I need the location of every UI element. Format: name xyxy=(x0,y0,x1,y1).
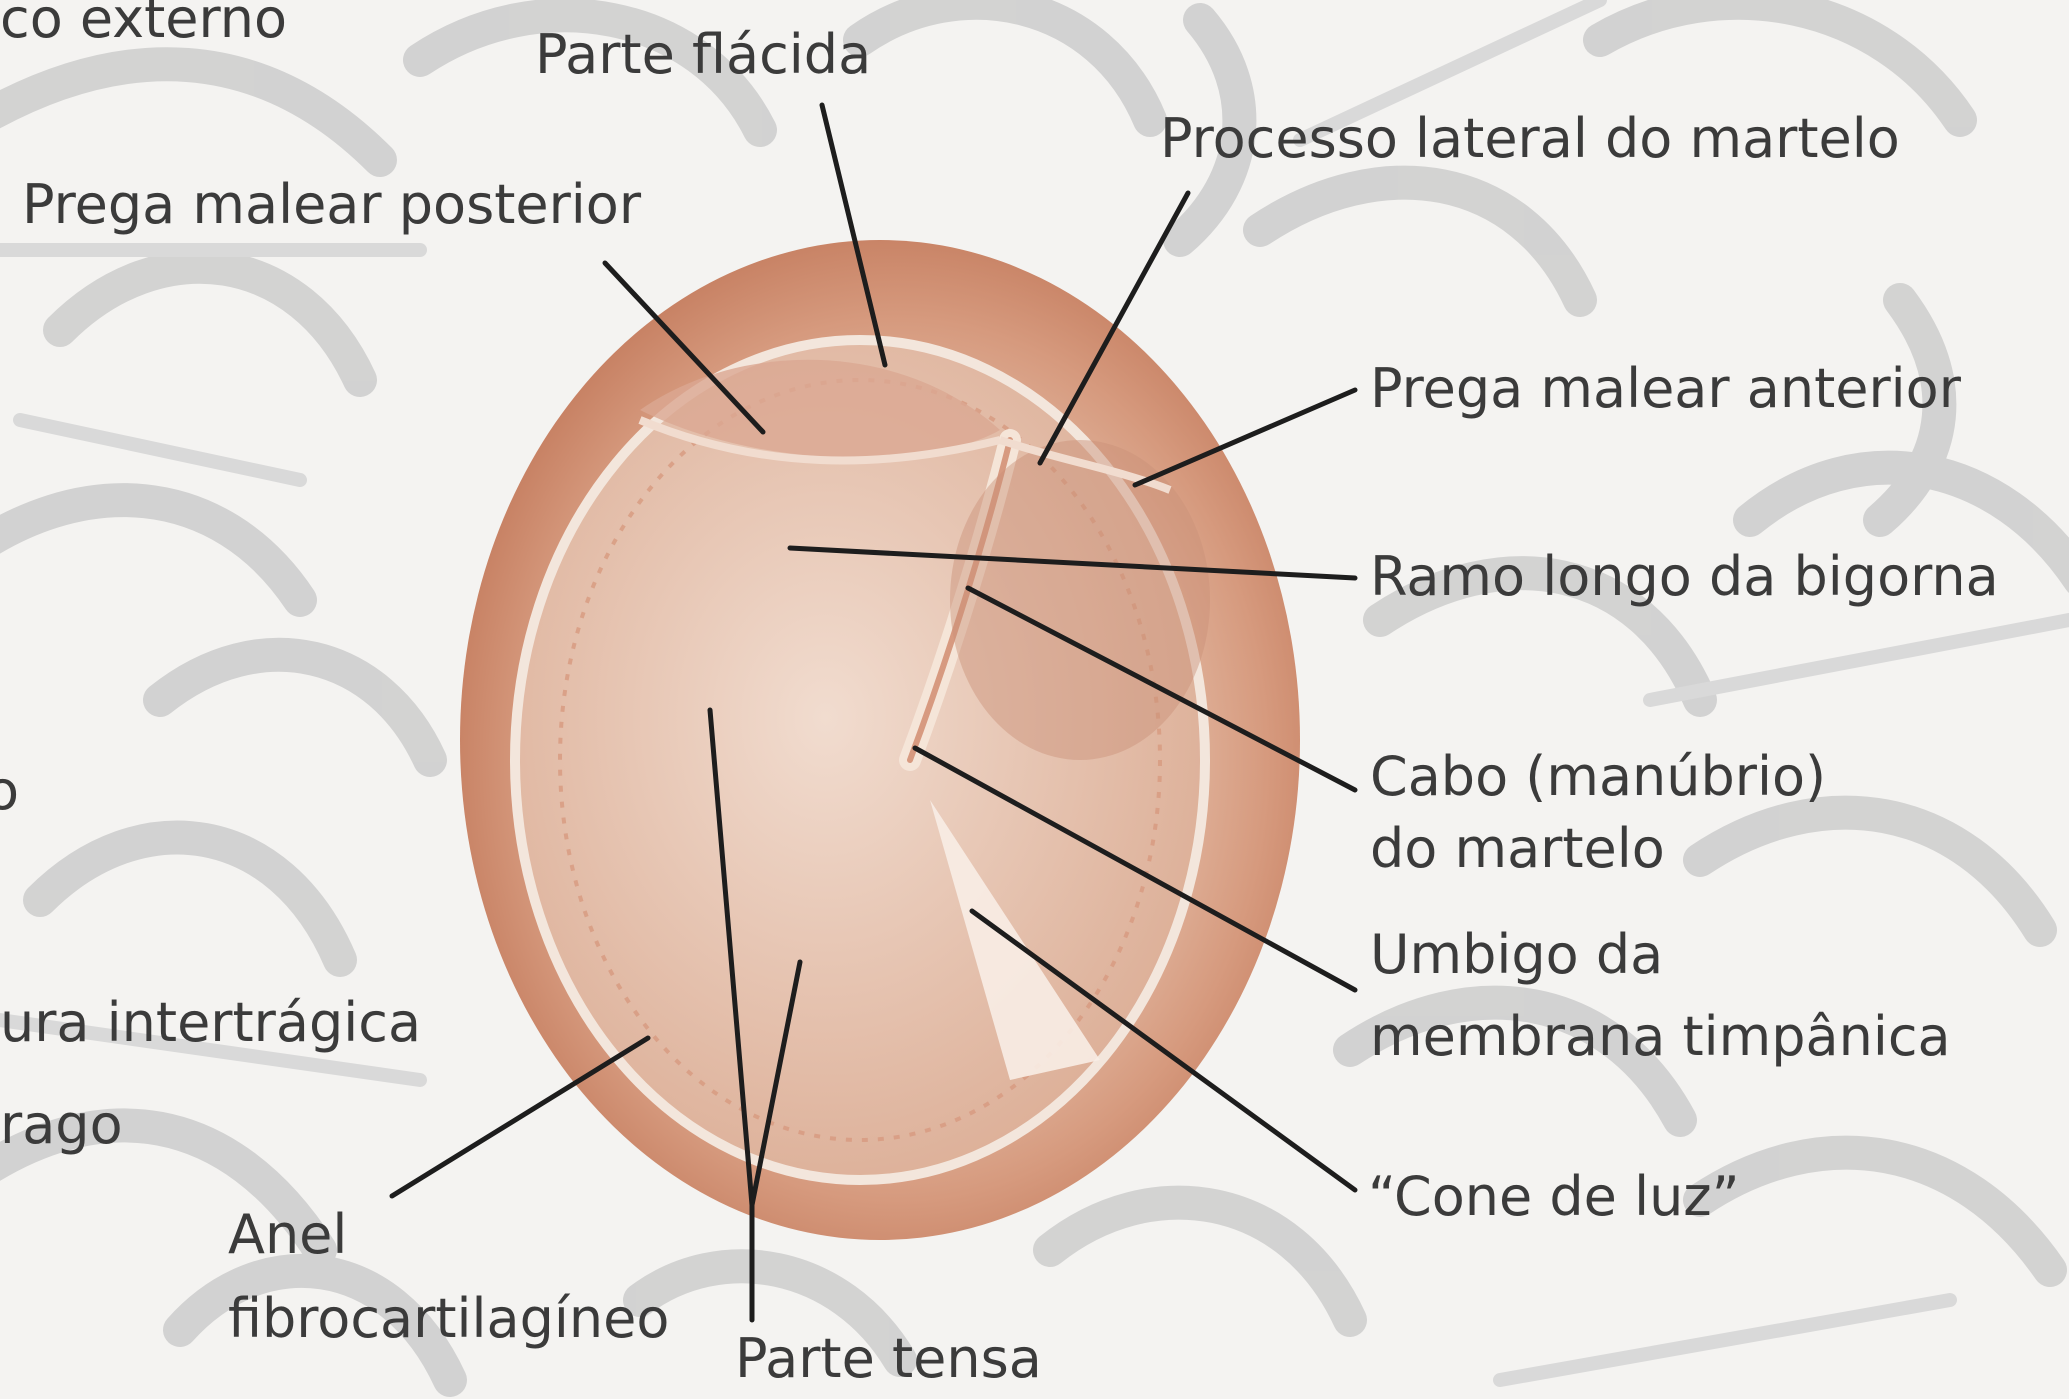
label-parte-tensa: Parte tensa xyxy=(735,1332,1042,1386)
label-umbigo-line2: membrana timpânica xyxy=(1370,1010,1951,1064)
label-anel: Anel fibrocartilagíneo xyxy=(228,1208,669,1346)
label-umbigo: Umbigo da membrana timpânica xyxy=(1370,928,1951,1064)
label-cut-intertragica: ura intertrágica xyxy=(0,996,421,1050)
label-parte-flacida: Parte flácida xyxy=(535,28,871,82)
label-cut-trago: rago xyxy=(0,1098,123,1152)
label-cabo-martelo: Cabo (manúbrio) do martelo xyxy=(1370,750,1826,876)
label-prega-anterior: Prega malear anterior xyxy=(1370,362,1961,416)
label-umbigo-line1: Umbigo da xyxy=(1370,928,1951,982)
label-cabo-martelo-line2: do martelo xyxy=(1370,822,1826,876)
label-cut-externo: co externo xyxy=(0,0,287,46)
label-prega-posterior: Prega malear posterior xyxy=(22,178,641,232)
label-ramo-longo: Ramo longo da bigorna xyxy=(1370,550,1999,604)
label-anel-line1: Anel xyxy=(228,1208,669,1262)
label-anel-line2: fibrocartilagíneo xyxy=(228,1292,669,1346)
tympanic-membrane xyxy=(460,240,1300,1240)
label-cut-o: o xyxy=(0,764,19,818)
label-cabo-martelo-line1: Cabo (manúbrio) xyxy=(1370,750,1826,804)
label-cone-luz: “Cone de luz” xyxy=(1368,1170,1740,1224)
label-processo-lateral: Processo lateral do martelo xyxy=(1160,112,1900,166)
